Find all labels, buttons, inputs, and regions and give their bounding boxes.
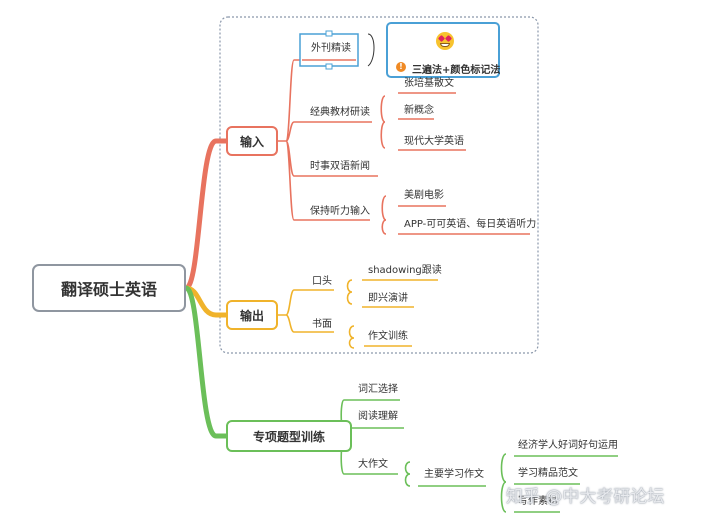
koutou-node[interactable]: 口头: [312, 276, 332, 287]
shishi-node[interactable]: 时事双语新闻: [310, 161, 370, 172]
zuowen-item-0[interactable]: 经济学人好词好句运用: [518, 440, 618, 451]
waikan-node[interactable]: 外刊精读: [311, 43, 351, 54]
zuowen-item-1[interactable]: 学习精品范文: [518, 468, 578, 479]
root-to-input-line: [183, 138, 229, 291]
koutou-item-0[interactable]: shadowing跟读: [368, 265, 442, 276]
jingdian-node[interactable]: 经典教材研读: [310, 107, 370, 118]
warning-icon: !: [396, 62, 406, 72]
jingdian-item-2[interactable]: 现代大学英语: [404, 136, 464, 147]
special-item-0[interactable]: 词汇选择: [358, 384, 398, 395]
output-node[interactable]: 输出: [226, 300, 278, 330]
shumian-item-0[interactable]: 作文训练: [368, 331, 408, 342]
input-node[interactable]: 输入: [226, 126, 278, 156]
note-text: 三遍法+颜色标记法: [412, 65, 501, 76]
special-node[interactable]: 专项题型训练: [226, 420, 352, 452]
zuowen-item-2[interactable]: 写作素材: [518, 496, 558, 507]
special-item-1[interactable]: 阅读理解: [358, 411, 398, 422]
tingli-node[interactable]: 保持听力输入: [310, 206, 370, 217]
zuowen-child-node[interactable]: 主要学习作文: [424, 469, 484, 480]
jingdian-item-1[interactable]: 新概念: [404, 105, 434, 116]
watermark: 知乎 @中大考研论坛: [506, 487, 665, 507]
koutou-item-1[interactable]: 即兴演讲: [368, 293, 408, 304]
root-to-special-line: [183, 285, 229, 439]
root-node[interactable]: 翻译硕士英语: [32, 264, 186, 312]
group-boundary: [219, 16, 539, 354]
tingli-item-1[interactable]: APP-可可英语、每日英语听力: [404, 219, 537, 230]
special-item-2[interactable]: 大作文: [358, 459, 388, 470]
jingdian-item-0[interactable]: 张培基散文: [404, 78, 454, 89]
shumian-node[interactable]: 书面: [312, 319, 332, 330]
note-box[interactable]: ! 三遍法+颜色标记法: [386, 22, 500, 78]
tingli-item-0[interactable]: 美剧电影: [404, 190, 444, 201]
heart-eyes-emoji-icon: [436, 32, 454, 50]
